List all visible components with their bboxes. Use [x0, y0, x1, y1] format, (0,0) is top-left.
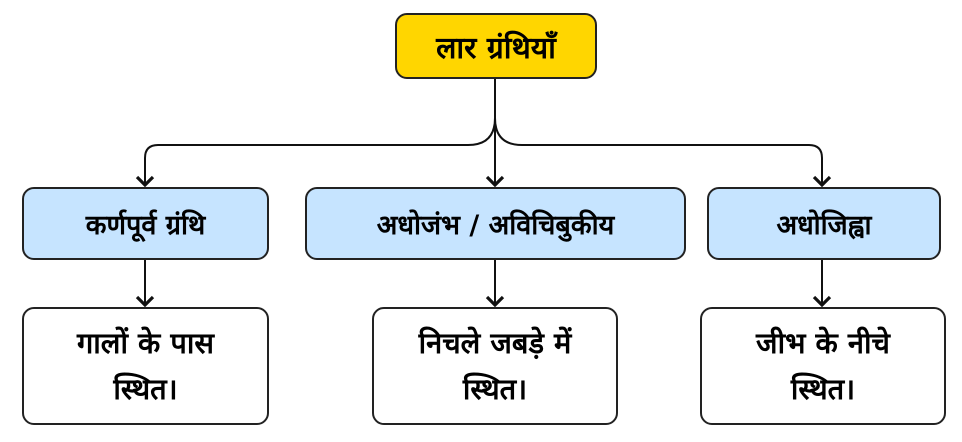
- leaf-line: स्थित।: [462, 372, 528, 406]
- leaf-line: स्थित।: [790, 372, 856, 406]
- branch-line-right: [494, 117, 832, 188]
- root-label: लार ग्रंथियाँ: [436, 30, 556, 66]
- leaf-line: गालों के पास: [76, 326, 215, 360]
- root-node: लार ग्रंथियाँ: [395, 13, 597, 79]
- branch-node-sublingual: अधोजिह्वा: [707, 187, 941, 260]
- leaf-node-submandibular: निचले जबड़े में स्थित।: [372, 307, 618, 425]
- branch-label: अधोजिह्वा: [776, 210, 872, 241]
- branch-line-left: [135, 117, 496, 188]
- branch-label: अधोजंभ / अविचिबुकीय: [376, 210, 615, 241]
- leaf-line: जीभ के नीचे: [756, 326, 890, 360]
- leaf-node-parotid: गालों के पास स्थित।: [22, 307, 269, 425]
- leaf-line: निचले जबड़े में: [418, 326, 572, 360]
- leaf-line: स्थित।: [113, 372, 178, 406]
- branch-label: कर्णपूर्व ग्रंथि: [85, 210, 206, 241]
- branch-node-submandibular: अधोजंभ / अविचिबुकीय: [305, 187, 686, 260]
- leaf-node-sublingual: जीभ के नीचे स्थित।: [700, 307, 946, 425]
- branch-node-parotid: कर्णपूर्व ग्रंथि: [22, 187, 269, 260]
